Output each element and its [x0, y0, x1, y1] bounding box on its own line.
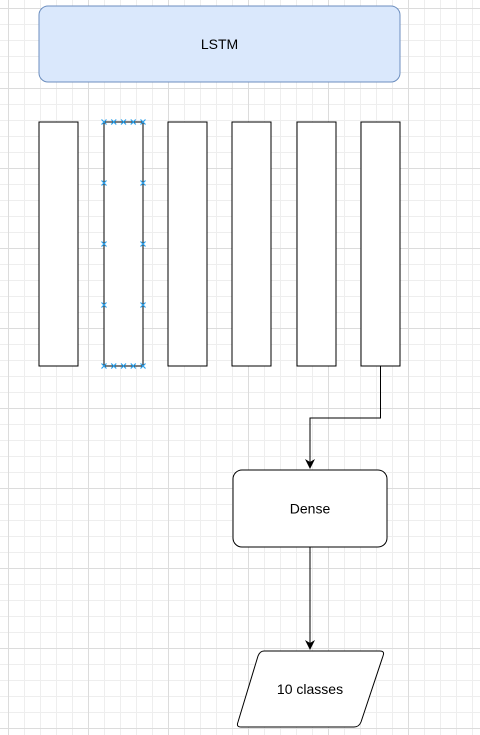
- output-label: 10 classes: [277, 681, 343, 697]
- selection-handle[interactable]: [101, 241, 107, 247]
- selection-handle[interactable]: [140, 119, 146, 125]
- selection-handle[interactable]: [130, 119, 137, 125]
- selection-handle[interactable]: [130, 363, 137, 369]
- lstm-box[interactable]: [38, 5, 401, 83]
- selection-handles[interactable]: [101, 119, 146, 369]
- lstm-node[interactable]: LSTM: [38, 5, 401, 83]
- timestep-cell[interactable]: [38, 121, 79, 367]
- selection-handle[interactable]: [101, 119, 107, 125]
- selection-handle[interactable]: [140, 180, 146, 186]
- selection-handle[interactable]: [101, 302, 107, 308]
- selection-handle[interactable]: [101, 180, 107, 186]
- selection-handle[interactable]: [140, 241, 146, 247]
- timestep-cell[interactable]: [231, 121, 272, 367]
- selection-handle[interactable]: [140, 302, 146, 308]
- lstm-label: LSTM: [201, 36, 238, 52]
- dense-node[interactable]: Dense: [232, 469, 388, 548]
- selection-handle[interactable]: [120, 363, 127, 369]
- timestep-cell-selected[interactable]: [103, 121, 144, 367]
- selection-handle[interactable]: [110, 119, 117, 125]
- selection-handle[interactable]: [110, 363, 117, 369]
- connector-timestep-to-dense[interactable]: [305, 366, 381, 469]
- output-node[interactable]: 10 classes: [236, 650, 385, 728]
- lstm-timestep-cells: [38, 121, 401, 367]
- selection-handle[interactable]: [101, 363, 107, 369]
- output-parallelogram[interactable]: [236, 650, 385, 728]
- timestep-cell[interactable]: [296, 121, 337, 367]
- timestep-cell[interactable]: [360, 121, 401, 367]
- timestep-cell[interactable]: [167, 121, 208, 367]
- dense-label: Dense: [290, 501, 331, 517]
- selection-handle[interactable]: [120, 119, 127, 125]
- selection-handle[interactable]: [140, 363, 146, 369]
